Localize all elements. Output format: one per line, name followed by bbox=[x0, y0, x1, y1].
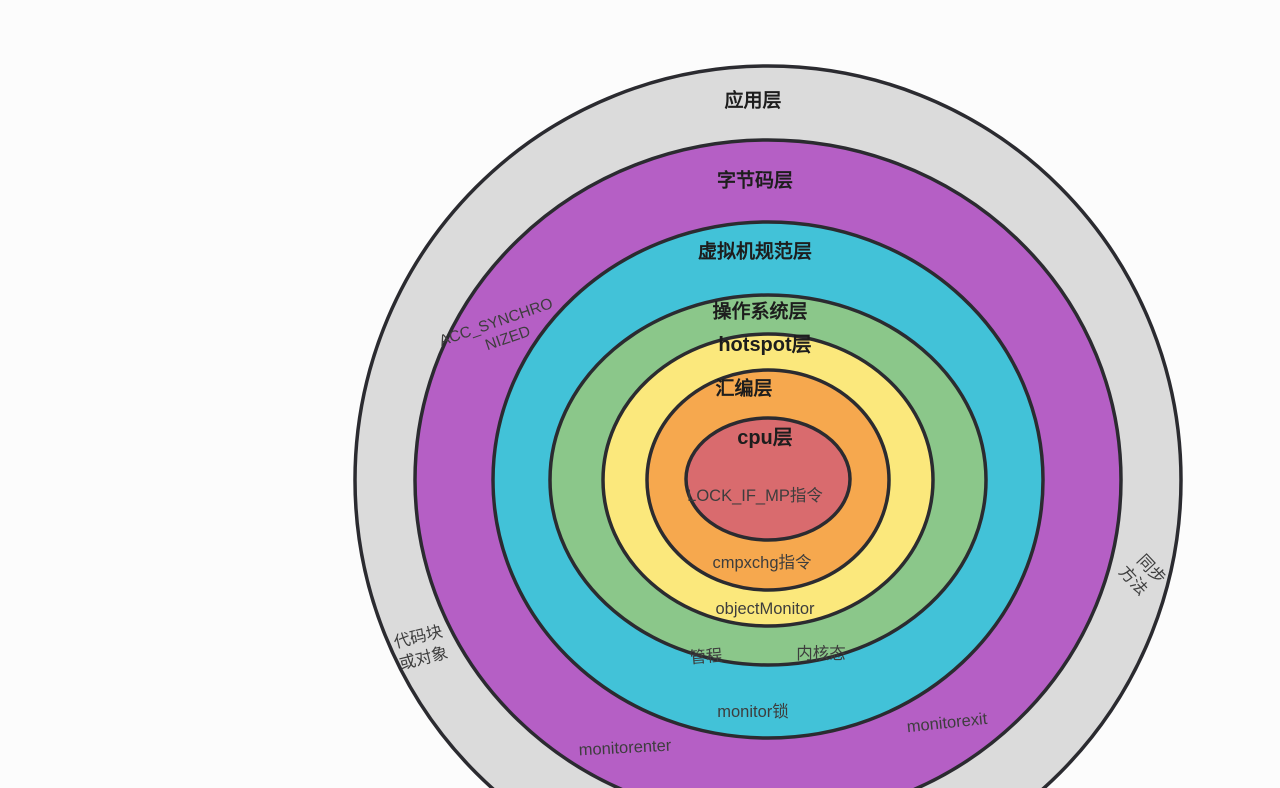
note-monitorenter: monitorenter bbox=[578, 737, 672, 760]
ring-label-hotspot: hotspot层 bbox=[718, 334, 811, 356]
note-monitor-lock: monitor锁 bbox=[717, 702, 789, 721]
note-lock-if-mp-instruction: LOCK_IF_MP指令 bbox=[687, 486, 823, 505]
note-object-monitor: objectMonitor bbox=[715, 600, 815, 618]
note-monitor-tube: 管程 bbox=[689, 646, 724, 668]
ring-cpu bbox=[684, 416, 852, 542]
note-cmpxchg-instruction: cmpxchg指令 bbox=[712, 553, 812, 572]
ring-label-bytecode: 字节码层 bbox=[717, 169, 793, 192]
ring-label-os: 操作系统层 bbox=[712, 300, 807, 323]
ring-label-application: 应用层 bbox=[724, 89, 781, 112]
ring-label-jvm-spec: 虚拟机规范层 bbox=[698, 240, 812, 263]
ring-label-assembly: 汇编层 bbox=[715, 377, 772, 400]
note-kernel-mode: 内核态 bbox=[796, 644, 846, 663]
ring-label-cpu: cpu层 bbox=[737, 427, 793, 449]
